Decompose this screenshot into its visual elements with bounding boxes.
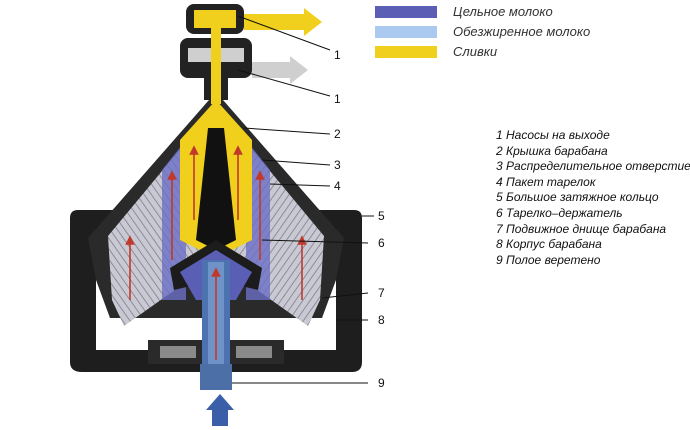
- callout-6: 6: [378, 236, 385, 250]
- callout-9: 9: [378, 376, 385, 390]
- part-item: 1 Насосы на выходе: [496, 128, 690, 144]
- legend-label-cream: Сливки: [453, 44, 497, 59]
- callout-4: 4: [334, 179, 341, 193]
- legend-label-skim-milk: Обезжиренное молоко: [453, 24, 590, 39]
- callout-1a: 1: [334, 48, 341, 62]
- inlet-arrow: [206, 394, 234, 426]
- part-item: 9 Полое веретено: [496, 253, 690, 269]
- part-item: 7 Подвижное днище барабана: [496, 222, 690, 238]
- part-item: 5 Большое затяжное кольцо: [496, 190, 690, 206]
- callout-1b: 1: [334, 92, 341, 106]
- skim-outlet-arrow: [252, 56, 308, 84]
- legend-swatch-cream: [375, 46, 437, 58]
- callout-3: 3: [334, 158, 341, 172]
- part-item: 6 Тарелко–держатель: [496, 206, 690, 222]
- legend-swatch-skim-milk: [375, 26, 437, 38]
- cream-outlet-arrow: [244, 8, 322, 36]
- outlet-pumps: [180, 4, 252, 104]
- callout-2: 2: [334, 127, 341, 141]
- part-item: 8 Корпус барабана: [496, 237, 690, 253]
- legend-swatch-whole-milk: [375, 6, 437, 18]
- part-item: 2 Крышка барабана: [496, 144, 690, 160]
- parts-legend: 1 Насосы на выходе 2 Крышка барабана 3 Р…: [496, 128, 690, 268]
- part-item: 3 Распределительное отверстие: [496, 159, 690, 175]
- part-item: 4 Пакет тарелок: [496, 175, 690, 191]
- legend: Цельное молоко Обезжиренное молоко Сливк…: [375, 4, 590, 59]
- callout-7: 7: [378, 286, 385, 300]
- callout-8: 8: [378, 313, 385, 327]
- callout-5: 5: [378, 209, 385, 223]
- spindle-end: [200, 364, 232, 390]
- legend-label-whole-milk: Цельное молоко: [453, 4, 553, 19]
